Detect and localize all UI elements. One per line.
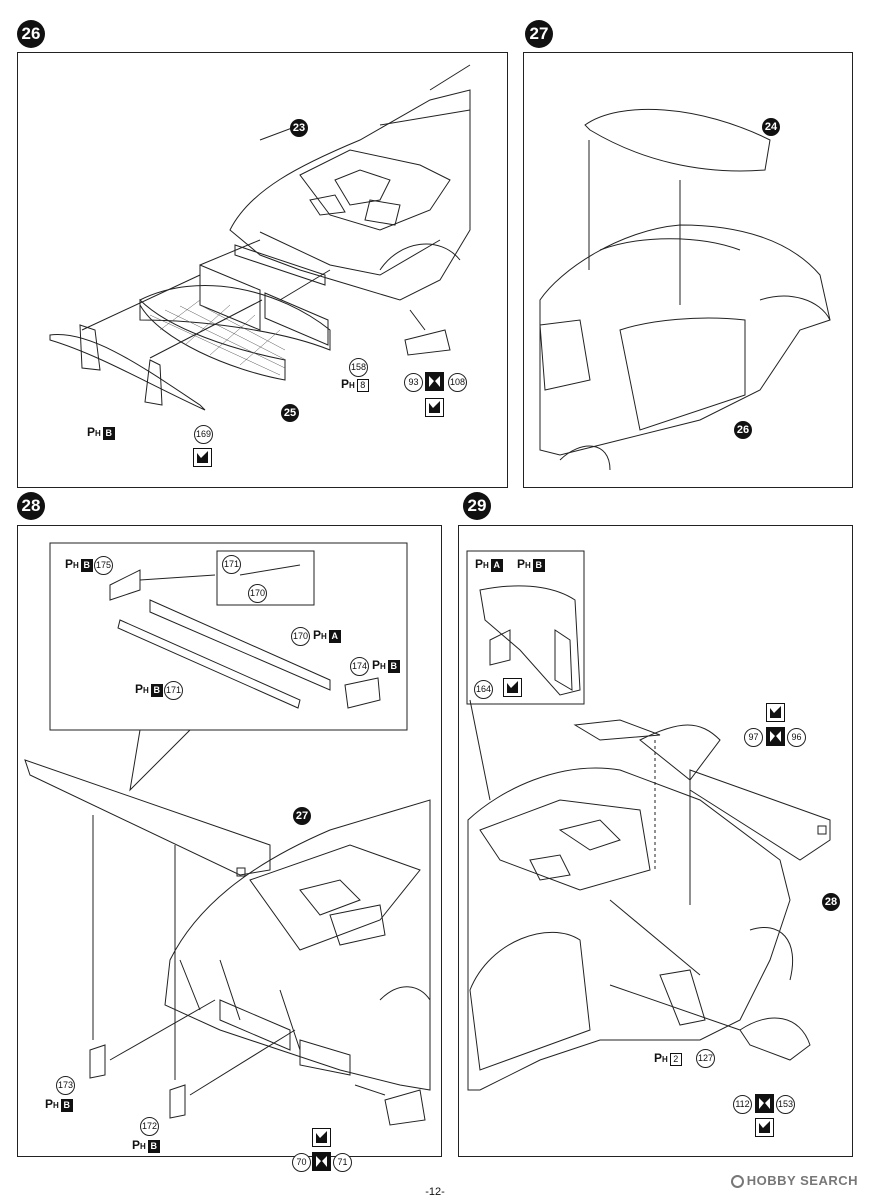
step-29-arrows-solid — [609, 780, 741, 1031]
step-29-panel — [458, 525, 853, 1157]
step-28-panel — [17, 525, 442, 1157]
callout-70: 70 — [292, 1153, 311, 1172]
step-26-grille-drawing — [139, 264, 331, 381]
glue-icon — [193, 448, 212, 467]
step-26-arrows — [81, 239, 451, 359]
watermark: HOBBY SEARCH — [730, 1173, 858, 1188]
callout-108: 108 — [448, 373, 467, 392]
callout-96: 96 — [787, 728, 806, 747]
step-28-arrows — [92, 815, 386, 1096]
hobby-search-logo-icon — [730, 1175, 744, 1188]
step-29-number: 29 — [463, 492, 491, 520]
callout-169: 169 — [194, 425, 213, 444]
step-26-number: 26 — [17, 20, 45, 48]
glue-icon — [503, 678, 522, 697]
cement-icon — [312, 1152, 331, 1171]
cement-icon — [425, 372, 444, 391]
callout-24: 24 — [762, 118, 780, 136]
step-26-diffuser-drawing — [49, 324, 206, 411]
callout-172: 172 — [140, 1117, 159, 1136]
callout-26: 26 — [734, 421, 752, 439]
callout-127: 127 — [696, 1049, 715, 1068]
callout-174: 174 — [350, 657, 369, 676]
callout-93: 93 — [404, 373, 423, 392]
callout-171: 171 — [164, 681, 183, 700]
page-number: -12- — [425, 1186, 445, 1198]
cement-icon — [755, 1094, 774, 1113]
callout-25: 25 — [281, 404, 299, 422]
step-27-number: 27 — [525, 20, 553, 48]
step-29-detail-parts — [479, 585, 581, 696]
callout-153: 153 — [776, 1095, 795, 1114]
callout-164: 164 — [474, 680, 493, 699]
step-27-panel — [523, 52, 853, 488]
cement-icon — [766, 727, 785, 746]
callout-23: 23 — [290, 119, 308, 137]
glue-icon — [766, 703, 785, 722]
callout-173: 173 — [56, 1076, 75, 1095]
glue-icon — [425, 398, 444, 417]
callout-170: 170 — [291, 627, 310, 646]
step-28-number: 28 — [17, 492, 45, 520]
glue-icon — [312, 1128, 331, 1147]
step-28-car-drawing — [89, 799, 431, 1126]
glue-icon — [755, 1118, 774, 1137]
callout-171-detail: 171 — [222, 555, 241, 574]
callout-175: 175 — [94, 556, 113, 575]
callout-28: 28 — [822, 893, 840, 911]
callout-27: 27 — [293, 807, 311, 825]
callout-158: 158 — [349, 358, 368, 377]
step-29-car-drawing — [467, 719, 831, 1091]
step-28-wing-drawing — [24, 759, 271, 877]
step-28-detail-box — [49, 542, 408, 731]
step-27-car-drawing — [539, 108, 831, 471]
callout-170-detail: 170 — [248, 584, 267, 603]
callout-71: 71 — [333, 1153, 352, 1172]
callout-112: 112 — [733, 1095, 752, 1114]
step-29-detail-box — [466, 550, 585, 705]
step-26-car-drawing — [229, 64, 471, 301]
step-28-detail-parts — [109, 550, 381, 709]
callout-97: 97 — [744, 728, 763, 747]
